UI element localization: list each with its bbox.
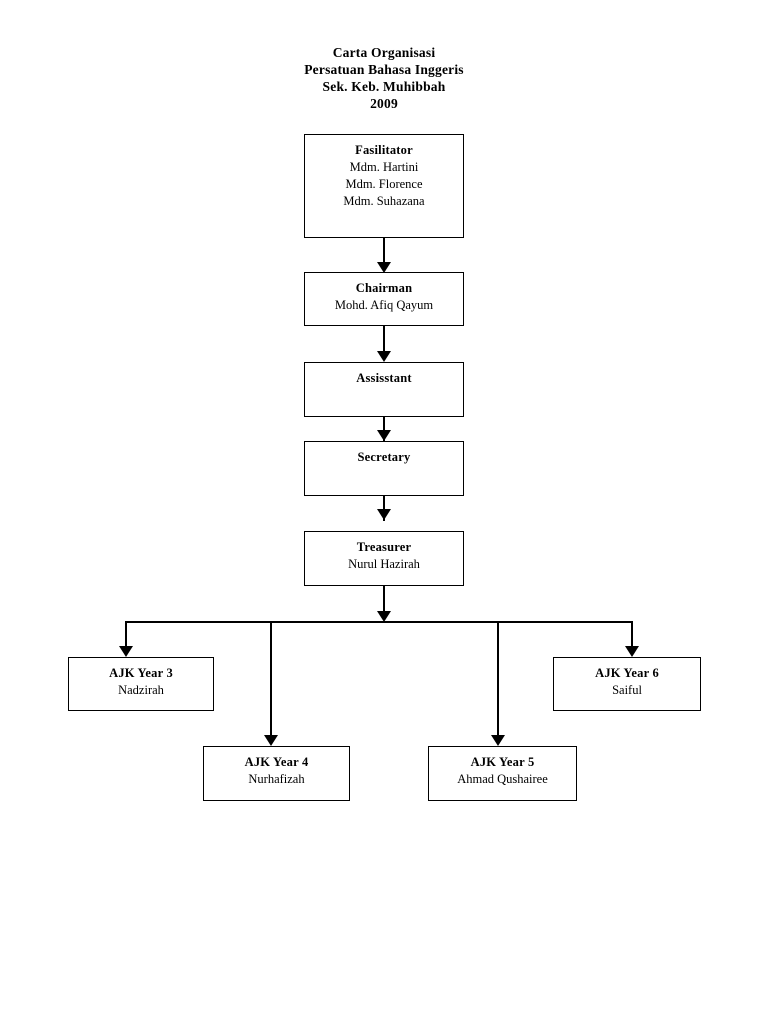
title-line-2: Persatuan Bahasa Inggeris xyxy=(304,62,464,77)
connector-bus-ajk-year-4 xyxy=(270,621,272,736)
node-ajk-year-5-role: AJK Year 5 xyxy=(470,755,535,769)
connector-assisstant-secretary xyxy=(383,417,385,442)
arrowhead-secretary xyxy=(377,430,391,441)
connector-bus-ajk-year-3 xyxy=(125,621,127,647)
node-treasurer-person-1: Nurul Hazirah xyxy=(348,557,420,571)
arrowhead-ajk-year-6 xyxy=(625,646,639,657)
node-ajk-year-5-person-1: Ahmad Qushairee xyxy=(457,772,548,786)
connector-bus-horizontal xyxy=(125,621,633,623)
title-line-1: Carta Organisasi xyxy=(332,45,436,60)
node-ajk-year-3-role: AJK Year 3 xyxy=(109,666,173,680)
node-chairman: Chairman Mohd. Afiq Qayum xyxy=(304,272,464,326)
node-treasurer-role: Treasurer xyxy=(356,540,412,554)
arrowhead-assisstant xyxy=(377,351,391,362)
title-line-3: Sek. Keb. Muhibbah xyxy=(322,79,446,94)
node-ajk-year-3: AJK Year 3 Nadzirah xyxy=(68,657,214,711)
node-ajk-year-4: AJK Year 4 Nurhafizah xyxy=(203,746,350,801)
chart-title: Carta Organisasi Persatuan Bahasa Ingger… xyxy=(0,44,768,112)
node-fasilitator: Fasilitator Mdm. Hartini Mdm. Florence M… xyxy=(304,134,464,238)
arrowhead-ajk-year-3 xyxy=(119,646,133,657)
node-ajk-year-4-person-1: Nurhafizah xyxy=(248,772,305,786)
arrowhead-chairman xyxy=(377,262,391,273)
node-ajk-year-3-person-1: Nadzirah xyxy=(118,683,164,697)
node-assisstant-role: Assisstant xyxy=(356,371,412,385)
node-ajk-year-6-role: AJK Year 6 xyxy=(595,666,659,680)
node-chairman-person-1: Mohd. Afiq Qayum xyxy=(334,298,434,312)
node-assisstant: Assisstant xyxy=(304,362,464,417)
node-treasurer: Treasurer Nurul Hazirah xyxy=(304,531,464,586)
node-chairman-role: Chairman xyxy=(355,281,413,295)
connector-bus-ajk-year-5 xyxy=(497,621,499,736)
node-fasilitator-person-1: Mdm. Hartini xyxy=(349,160,419,174)
arrowhead-treasurer xyxy=(377,509,391,520)
connector-treasurer-bus xyxy=(383,586,385,612)
connector-secretary-treasurer xyxy=(383,496,385,521)
connector-fasilitator-chairman xyxy=(383,238,385,265)
arrowhead-bus xyxy=(377,611,391,622)
connector-chairman-assisstant xyxy=(383,326,385,352)
node-ajk-year-5: AJK Year 5 Ahmad Qushairee xyxy=(428,746,577,801)
node-ajk-year-6: AJK Year 6 Saiful xyxy=(553,657,701,711)
node-ajk-year-6-person-1: Saiful xyxy=(612,683,642,697)
node-fasilitator-person-3: Mdm. Suhazana xyxy=(343,194,425,208)
arrowhead-ajk-year-4 xyxy=(264,735,278,746)
title-line-4: 2009 xyxy=(370,96,398,111)
node-secretary: Secretary xyxy=(304,441,464,496)
node-fasilitator-role: Fasilitator xyxy=(355,143,413,157)
node-ajk-year-4-role: AJK Year 4 xyxy=(244,755,309,769)
node-fasilitator-person-2: Mdm. Florence xyxy=(345,177,423,191)
connector-bus-ajk-year-6 xyxy=(631,621,633,647)
arrowhead-ajk-year-5 xyxy=(491,735,505,746)
node-secretary-role: Secretary xyxy=(357,450,411,464)
